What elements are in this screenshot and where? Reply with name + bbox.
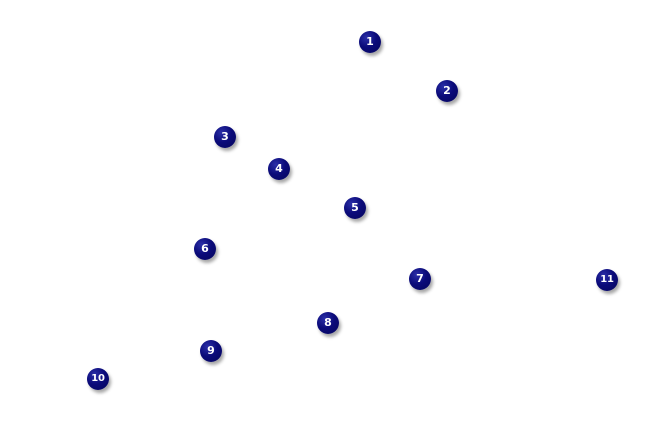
marker-11[interactable]: 11	[596, 269, 618, 291]
marker-7[interactable]: 7	[409, 268, 431, 290]
marker-3[interactable]: 3	[214, 126, 236, 148]
marker-2[interactable]: 2	[436, 80, 458, 102]
marker-10[interactable]: 10	[87, 368, 109, 390]
marker-6[interactable]: 6	[194, 238, 216, 260]
marker-1[interactable]: 1	[359, 31, 381, 53]
marker-5[interactable]: 5	[344, 197, 366, 219]
marker-4[interactable]: 4	[268, 158, 290, 180]
marker-8[interactable]: 8	[317, 312, 339, 334]
marker-9[interactable]: 9	[200, 340, 222, 362]
